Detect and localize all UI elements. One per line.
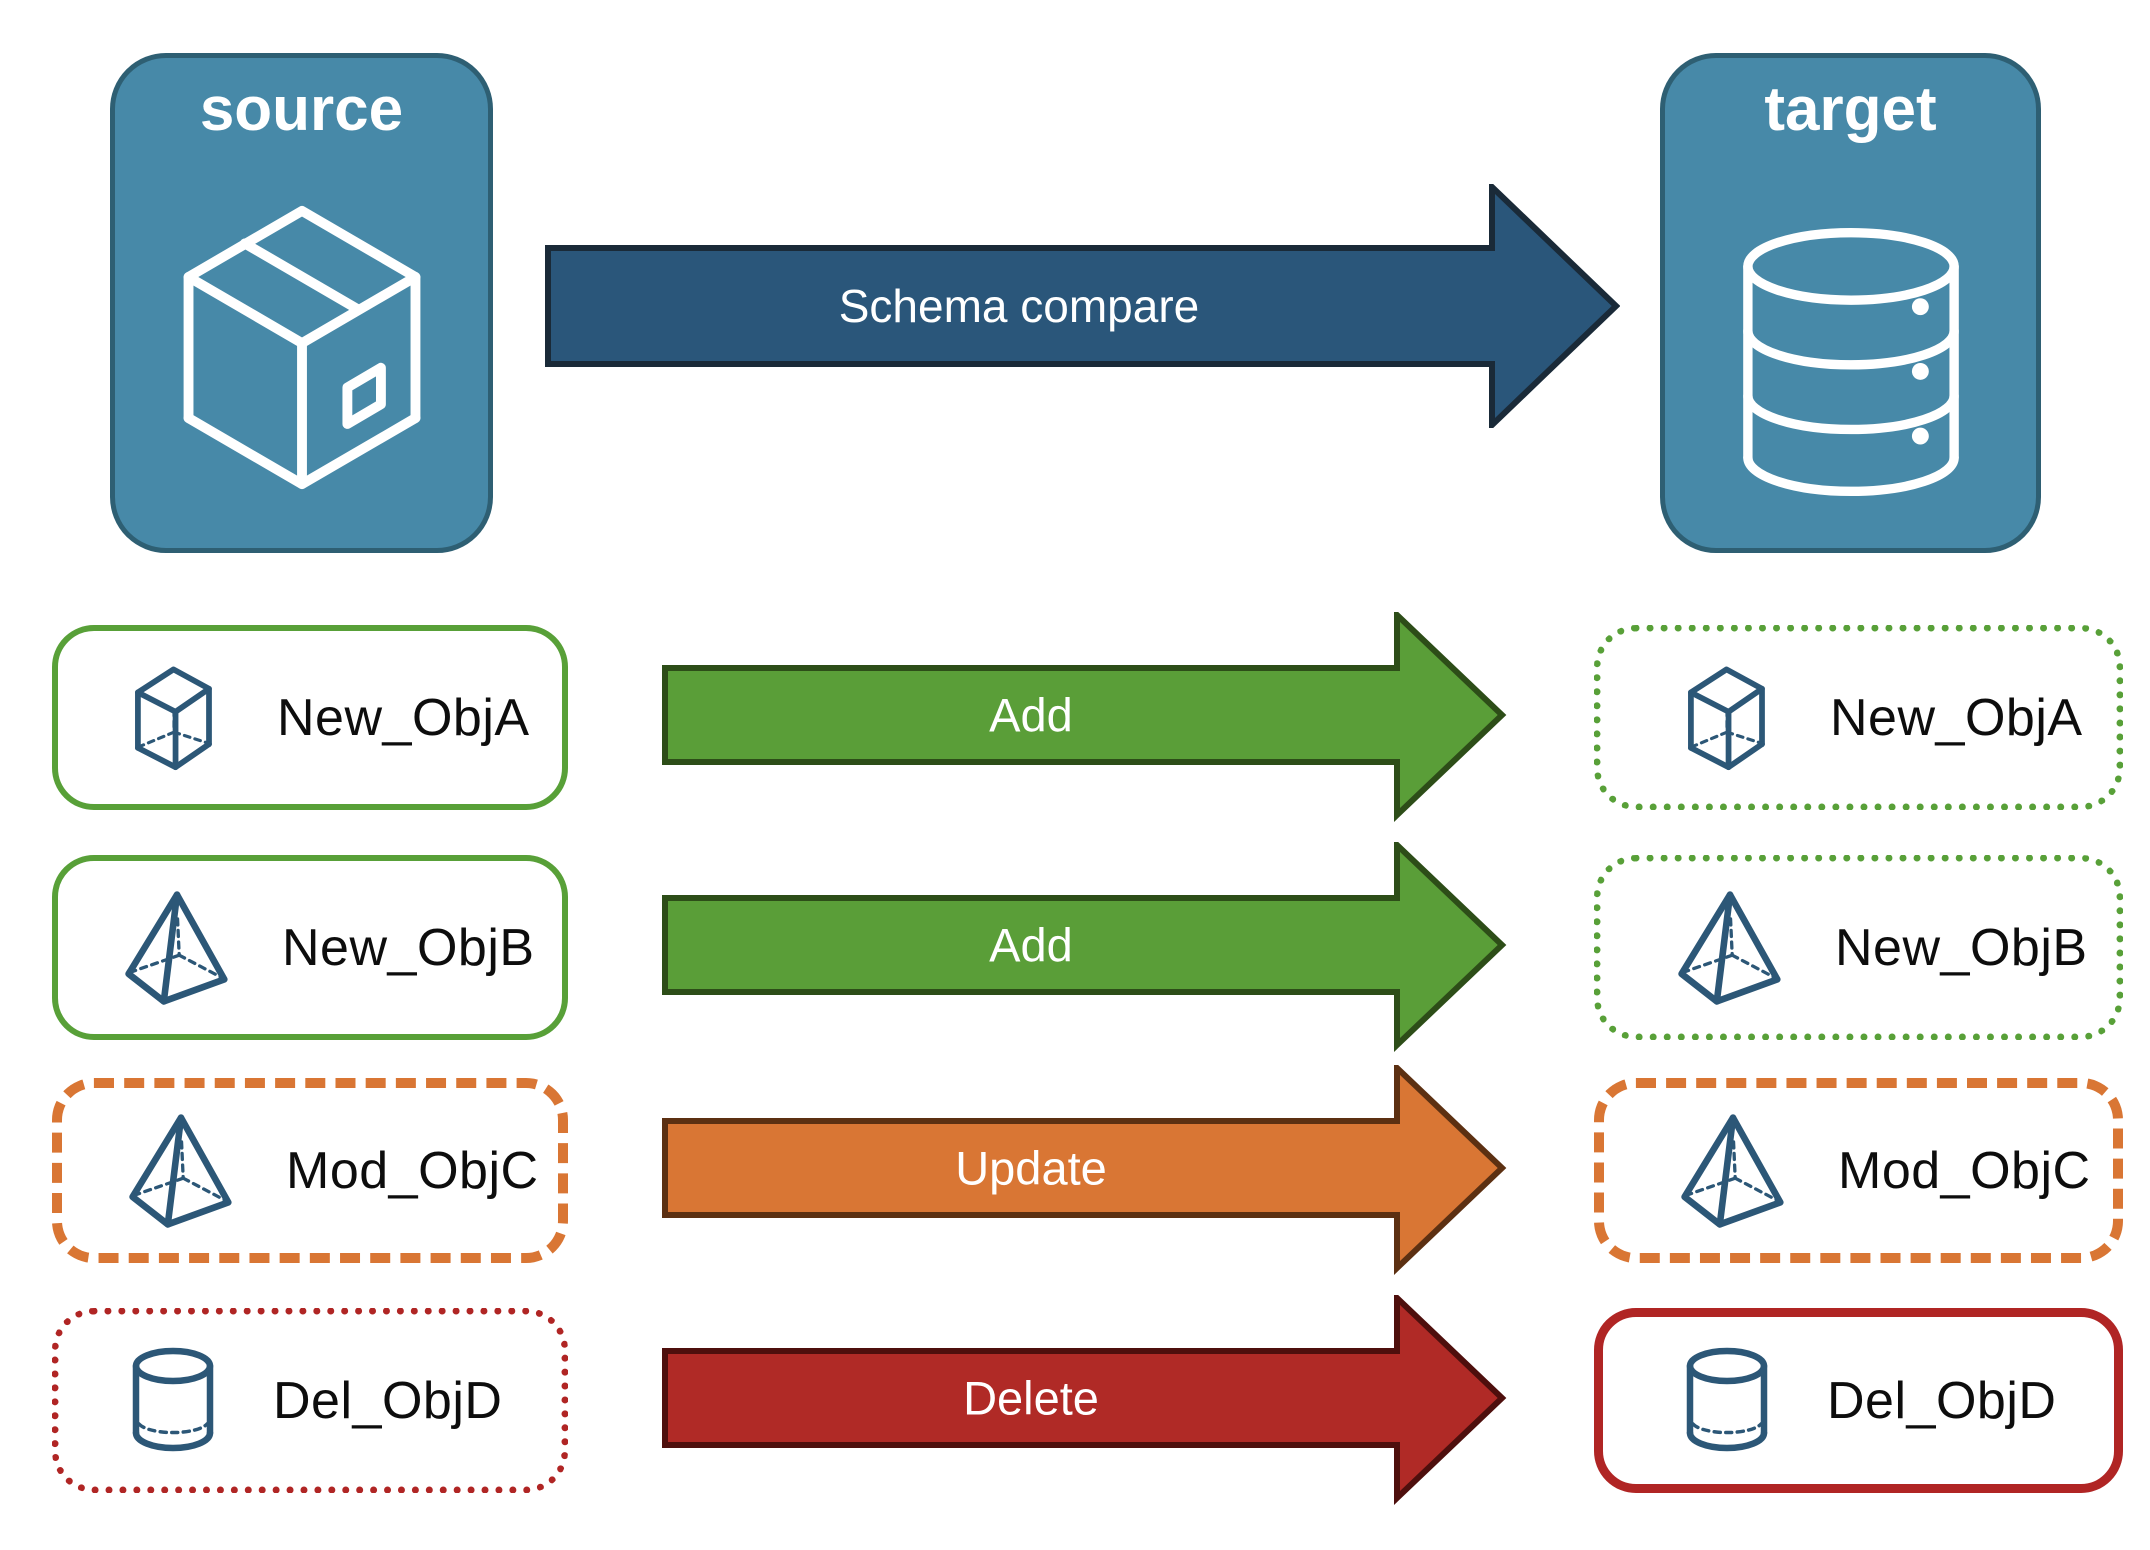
pyramid-icon <box>1678 1110 1788 1231</box>
cylinder-icon <box>123 1343 223 1458</box>
pyramid-icon <box>126 1110 236 1231</box>
object-label: Del_ObjD <box>1827 1371 2057 1430</box>
object-label: Del_ObjD <box>273 1371 503 1430</box>
arrow-label: Add <box>989 689 1073 742</box>
object-label: New_ObjA <box>1830 688 2083 747</box>
object-box-source-del-objd: Del_ObjD <box>52 1308 568 1493</box>
object-label: Mod_ObjC <box>286 1141 539 1200</box>
cube-icon <box>1675 660 1780 775</box>
cube-icon <box>122 660 227 775</box>
object-box-source-new-objb: New_ObjB <box>52 855 568 1040</box>
arrow-label: Add <box>989 919 1073 972</box>
delete-arrow: Delete <box>662 1295 1507 1505</box>
update-arrow: Update <box>662 1065 1507 1275</box>
target-node: target <box>1660 53 2041 553</box>
pyramid-icon <box>122 887 232 1008</box>
arrow-label: Delete <box>963 1372 1099 1425</box>
object-label: New_ObjA <box>277 688 530 747</box>
object-label: Mod_ObjC <box>1838 1141 2091 1200</box>
pyramid-icon <box>1675 887 1785 1008</box>
add-arrow: Add <box>662 612 1507 822</box>
target-label: target <box>1764 75 1937 144</box>
schema-compare-label: Schema compare <box>839 280 1200 332</box>
database-icon <box>1710 212 1992 512</box>
object-box-source-new-obja: New_ObjA <box>52 625 568 810</box>
object-box-target-new-obja: New_ObjA <box>1594 625 2123 810</box>
object-box-source-mod-objc: Mod_ObjC <box>52 1078 568 1263</box>
object-label: New_ObjB <box>1835 918 2088 977</box>
source-label: source <box>199 75 404 144</box>
object-label: New_ObjB <box>282 918 535 977</box>
object-box-target-del-objd: Del_ObjD <box>1594 1308 2123 1493</box>
object-box-target-new-objb: New_ObjB <box>1594 855 2123 1040</box>
schema-compare-arrow: Schema compare <box>545 184 1620 428</box>
source-node: source <box>110 53 493 553</box>
cylinder-icon <box>1677 1343 1777 1458</box>
package-box-icon <box>154 186 450 512</box>
arrow-label: Update <box>955 1142 1107 1195</box>
object-box-target-mod-objc: Mod_ObjC <box>1594 1078 2123 1263</box>
add-arrow: Add <box>662 842 1507 1052</box>
